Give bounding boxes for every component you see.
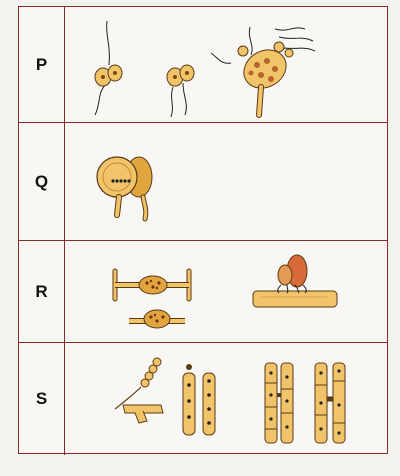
ascocarp-icon	[252, 254, 338, 308]
row-p-svg	[94, 20, 316, 118]
label-cell: R	[19, 241, 65, 342]
dikaryotic-hyphae-icon	[264, 362, 346, 444]
row-p-illustrations	[65, 7, 387, 122]
row-s: S	[19, 343, 387, 455]
label-cell: S	[19, 343, 65, 455]
row-q-illustrations	[65, 123, 387, 240]
septate-hyphae-pair-icon	[182, 364, 216, 436]
row-label-r: R	[35, 281, 48, 301]
row-p: P	[19, 7, 387, 123]
zoosporangium-icon	[210, 26, 316, 118]
row-r-svg	[112, 254, 338, 329]
zoospore-2-icon	[166, 64, 195, 118]
row-s-svg	[114, 357, 346, 444]
row-label-s: S	[35, 389, 48, 408]
row-r-illustrations	[65, 241, 387, 342]
row-r: R	[19, 241, 387, 343]
row-q: Q	[19, 123, 387, 241]
row-label-p: P	[35, 54, 48, 74]
label-cell: Q	[19, 123, 65, 240]
zygospore-formation-icon	[112, 268, 192, 329]
label-cell: P	[19, 7, 65, 122]
zoospore-1-icon	[94, 20, 123, 116]
table-grid: P	[18, 6, 388, 455]
row-s-illustrations	[65, 343, 387, 455]
conidia-chain-icon	[114, 357, 164, 424]
oogonium-antheridium-icon	[96, 156, 153, 222]
row-label-q: Q	[34, 171, 49, 191]
row-q-svg	[96, 156, 153, 222]
